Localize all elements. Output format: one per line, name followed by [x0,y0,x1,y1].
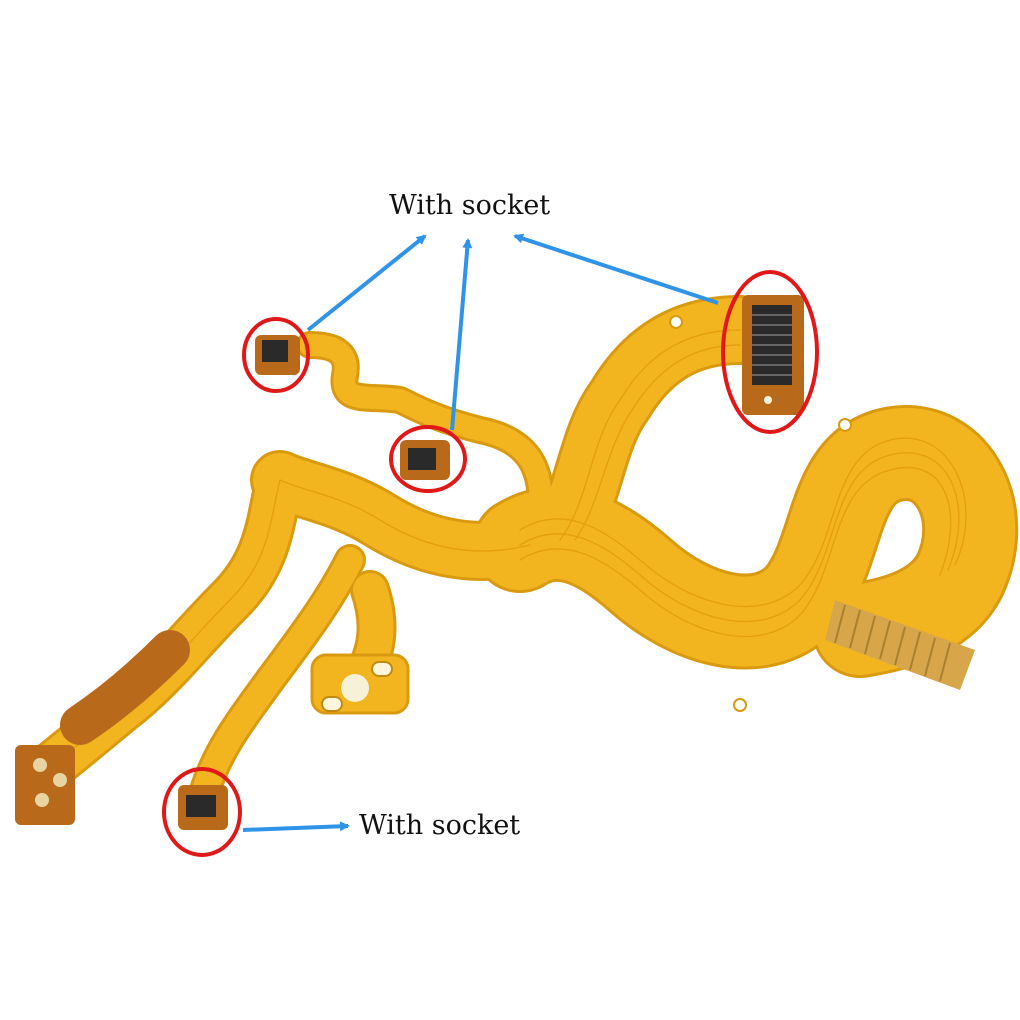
highlight-circle [721,270,819,434]
edge-contacts [825,600,975,690]
arrow [450,238,473,431]
flex-cable [15,295,1019,806]
lower-arm [192,547,363,803]
socket-middle [400,440,450,480]
highlight-circle [162,767,242,857]
trace-line [519,466,952,638]
trace-line [519,437,967,608]
trace-line [519,452,960,623]
highlight-circle [242,317,310,393]
arrow [513,233,719,305]
with-socket-label-top: With socket [389,190,551,221]
upper-loop [528,298,772,572]
thin-branch [299,334,552,531]
highlight-circle [389,425,467,493]
trace-line [279,479,531,552]
pointer-arrows [242,233,719,832]
with-socket-label-bottom: With socket [359,810,521,841]
socket-bottom [178,785,228,830]
highlight-circles [162,270,819,857]
arrow [306,234,427,332]
mounting-holes [669,315,852,712]
left-end-pads [15,745,75,825]
top-right-connector-tab [742,295,804,415]
trace-line [559,329,741,541]
socket-top-left [255,335,300,375]
arrow [242,821,350,832]
trace-line [574,344,741,541]
switch-pad [310,653,410,715]
left-arm-stiffener [60,630,190,745]
